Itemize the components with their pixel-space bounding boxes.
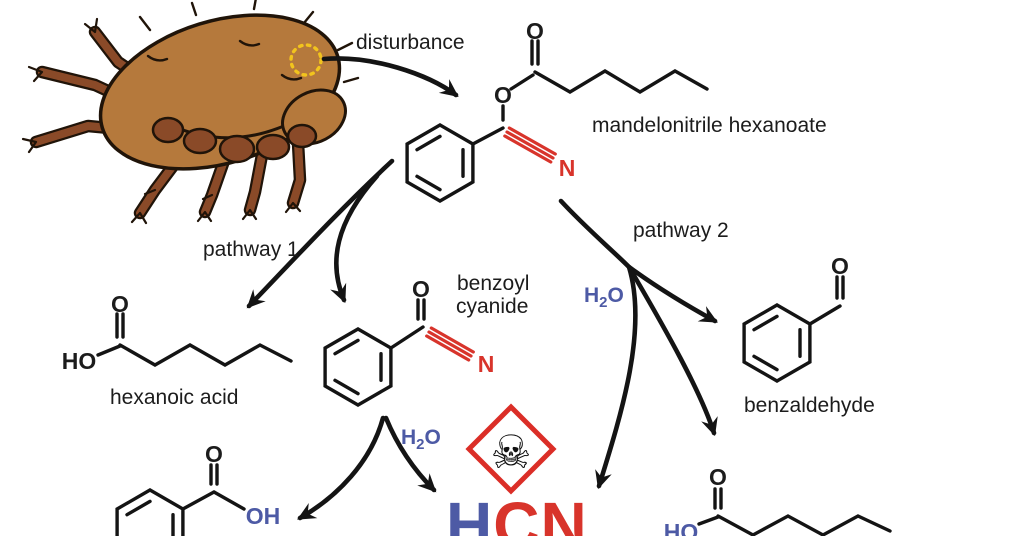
gland-circle-icon	[289, 43, 323, 77]
hazard-diamond-icon	[465, 403, 557, 495]
molecule-benzoic-acid: O OH	[115, 441, 281, 536]
molecule-hexanoic-acid-bottom: O HO	[664, 464, 892, 536]
atom-label-o: O	[205, 441, 223, 467]
water-label-benzoyl: H2O	[401, 426, 441, 453]
atom-label-o: O	[494, 82, 512, 108]
atom-label-n: N	[478, 351, 495, 377]
water-label-pathway2: H2O	[584, 284, 624, 311]
atom-label-o: O	[111, 291, 129, 317]
arrow-benzoyl-to-hcn	[383, 415, 437, 493]
arrow-pathway2-to-hexanoic-acid	[626, 264, 718, 437]
mite-illustration	[21, 0, 360, 225]
atom-label-ho: HO	[664, 519, 699, 536]
mite-hairs	[138, 0, 360, 84]
molecule-hexanoic-acid: HO O	[62, 291, 293, 374]
atom-label-n: N	[559, 155, 576, 181]
atom-label-o: O	[709, 464, 727, 490]
water-o: O	[425, 426, 441, 449]
label-benzaldehyde: benzaldehyde	[744, 394, 875, 417]
label-mandelonitrile-hexanoate: mandelonitrile hexanoate	[592, 114, 827, 137]
label-benzoyl-cyanide-line2: cyanide	[456, 295, 528, 318]
water-h: H	[584, 284, 599, 307]
arrows	[246, 56, 718, 521]
molecule-benzoyl-cyanide: O N	[323, 276, 495, 407]
hcn-formula: HCN	[446, 489, 588, 536]
arrow-pathway2-to-benzaldehyde	[626, 264, 718, 324]
arrow-pathway2-to-hcn	[595, 264, 638, 490]
label-pathway1: pathway 1	[203, 238, 299, 261]
toxic-hazard-pictogram: ☠	[465, 403, 557, 495]
label-disturbance: disturbance	[356, 31, 465, 54]
water-subscript: 2	[599, 294, 607, 311]
arrow-pathway2-stem	[558, 198, 632, 270]
molecule-mandelonitrile-hexanoate: O O N	[405, 18, 709, 203]
water-h: H	[401, 426, 416, 449]
hcn-h: H	[446, 489, 493, 536]
mite-coxae	[151, 116, 318, 164]
molecule-benzaldehyde: O	[742, 253, 849, 383]
arrow-benzoyl-to-benzoic-acid	[297, 415, 386, 521]
atom-label-oh: OH	[246, 503, 281, 529]
water-subscript: 2	[416, 436, 424, 453]
hcn-cn: CN	[493, 489, 587, 536]
label-hexanoic-acid: hexanoic acid	[110, 386, 238, 409]
label-pathway2: pathway 2	[633, 219, 729, 242]
water-o: O	[608, 284, 624, 307]
arrow-pathway1-to-benzoyl-cyanide	[330, 173, 380, 304]
atom-label-o: O	[526, 18, 544, 44]
atom-label-o: O	[831, 253, 849, 279]
arrow-disturbance	[321, 56, 459, 98]
atom-label-ho: HO	[62, 348, 97, 374]
label-benzoyl-cyanide-line1: benzoyl	[457, 272, 529, 295]
atom-label-o: O	[412, 276, 430, 302]
skull-crossbones-icon: ☠	[490, 425, 531, 479]
